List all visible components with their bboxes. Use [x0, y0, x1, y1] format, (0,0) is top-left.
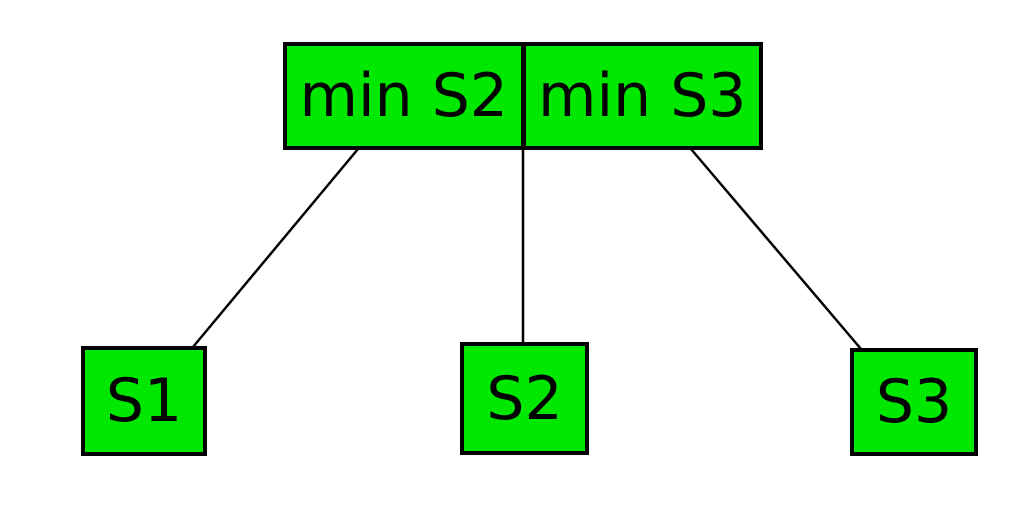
node-s2: S2 [460, 342, 589, 455]
parent-node-row: min S2 min S3 [283, 42, 763, 150]
node-s2-label: S2 [486, 363, 563, 434]
node-min-s2-label: min S2 [299, 61, 508, 131]
node-min-s2: min S2 [287, 46, 521, 146]
edge-min-s2-to-s1 [191, 147, 360, 349]
edge-min-s3-to-s3 [689, 147, 863, 351]
node-min-s3-label: min S3 [538, 61, 747, 131]
node-min-s3: min S3 [526, 46, 760, 146]
node-s1: S1 [81, 346, 207, 456]
node-s3: S3 [850, 348, 978, 456]
parent-cells-divider [520, 46, 526, 146]
node-s1-label: S1 [105, 366, 183, 436]
node-s3-label: S3 [875, 367, 953, 437]
